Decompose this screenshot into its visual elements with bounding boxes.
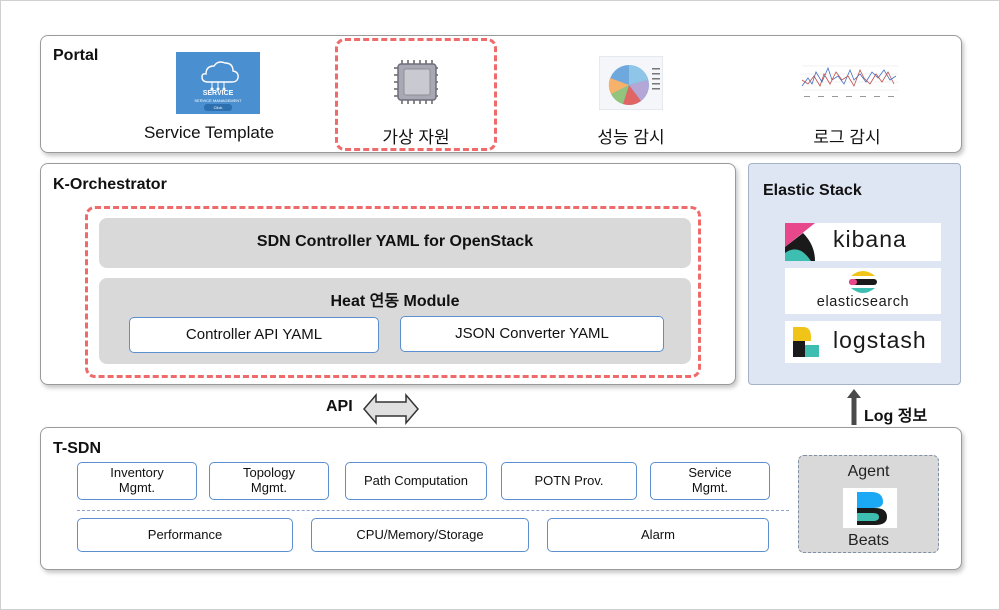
service-template-label: Service Template [143,123,275,142]
virtual-resource-highlight [335,38,497,151]
beats-label: Beats [848,532,889,549]
cloud-icon [201,61,239,111]
elastic-stack-title: Elastic Stack [763,182,862,199]
row-divider [77,510,789,511]
log-up-arrow-icon [847,389,861,425]
portal-title: Portal [53,47,99,64]
potn-prov-box[interactable]: POTN Prov. [501,462,637,500]
topology-mgmt-box[interactable]: Topology Mgmt. [209,462,329,500]
thumb-title: SERVICE [202,90,234,97]
elasticsearch-logo[interactable]: elasticsearch [785,268,941,314]
json-converter-yaml-box[interactable]: JSON Converter YAML [400,316,664,352]
kibana-logo[interactable]: kibana [785,223,941,261]
heat-module-box: Heat 연동 Module Controller API YAML JSON … [99,278,691,364]
service-template-thumbnail: SERVICE SERVICE MANAGEMENT Click [176,52,260,114]
agent-beats-box[interactable]: Agent Beats [798,455,939,553]
orchestrator-title: K-Orchestrator [53,176,167,193]
inventory-mgmt-box[interactable]: Inventory Mgmt. [77,462,197,500]
kibana-text: kibana [833,226,907,252]
performance-box[interactable]: Performance [77,518,293,552]
performance-monitor-item[interactable]: 성능 감시 [551,50,711,150]
beats-logo-box [843,488,897,528]
log-monitor-label: 로그 감시 [813,128,881,147]
orchestrator-panel: K-Orchestrator SDN Controller YAML for O… [40,163,736,385]
kibana-icon [785,223,815,261]
beats-icon [857,492,887,525]
service-mgmt-box[interactable]: Service Mgmt. [650,462,770,500]
elasticsearch-icon [849,271,877,293]
portal-panel: Portal SERVICE SERVICE MANAGEMENT Click … [40,35,962,153]
api-label: API [326,398,353,415]
tsdn-title: T-SDN [53,440,101,457]
elastic-stack-panel: Elastic Stack kibana elasticsearch logst… [748,163,961,385]
sdn-controller-label: SDN Controller YAML for OpenStack [256,233,534,250]
performance-monitor-label: 성능 감시 [597,128,665,147]
line-chart-thumbnail [794,58,900,102]
agent-label: Agent [847,463,890,480]
logstash-logo[interactable]: logstash [785,321,941,363]
virtual-resource-label: 가상 자원 [382,128,450,147]
sdn-controller-box[interactable]: SDN Controller YAML for OpenStack [99,218,691,268]
log-info-label: Log 정보 [864,408,928,425]
virtual-resource-item[interactable]: 가상 자원 [337,50,495,150]
pie-chart-thumbnail [599,56,663,110]
elasticsearch-text: elasticsearch [816,294,910,310]
cpu-chip-icon [394,60,438,104]
api-double-arrow-icon [363,392,419,426]
thumb-subtitle: SERVICE MANAGEMENT [194,98,242,103]
logstash-icon [793,327,819,357]
log-monitor-item[interactable]: 로그 감시 [767,50,927,150]
orchestrator-highlight [85,206,701,378]
alarm-box[interactable]: Alarm [547,518,769,552]
tsdn-panel: T-SDN Inventory Mgmt. Topology Mgmt. Pat… [40,427,962,570]
logstash-text: logstash [833,327,927,353]
heat-module-title: Heat 연동 Module [330,293,460,310]
service-template-item[interactable]: SERVICE SERVICE MANAGEMENT Click Service… [129,50,289,150]
path-computation-box[interactable]: Path Computation [345,462,487,500]
thumb-click-button: Click [213,105,223,110]
controller-api-yaml-box[interactable]: Controller API YAML [129,317,379,353]
cpu-memory-storage-box[interactable]: CPU/Memory/Storage [311,518,529,552]
